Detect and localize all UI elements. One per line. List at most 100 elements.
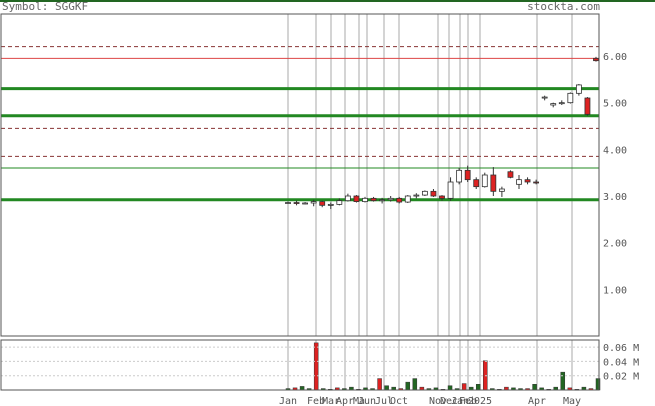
candle-24	[490, 167, 497, 196]
price-levels	[1, 46, 599, 202]
candle-29	[533, 179, 540, 185]
candle-4	[319, 200, 326, 208]
volume-axis-ticks: 0.02 M 0.04 M 0.06 M	[1, 343, 639, 383]
candle-15	[413, 193, 420, 199]
candle-body	[507, 171, 514, 178]
volume-tick-label-0: 0.02 M	[603, 372, 639, 383]
volume-bar-35	[532, 384, 537, 391]
candle-27	[516, 175, 522, 189]
volume-bar-13	[377, 378, 382, 391]
candle-body	[413, 194, 420, 197]
candle-body	[584, 97, 591, 115]
candle-body	[447, 181, 454, 199]
volume-bar-39	[560, 371, 566, 391]
volume-bar-18	[412, 378, 418, 391]
candle-0	[285, 201, 291, 204]
candle-35	[584, 97, 591, 116]
candle-14	[404, 195, 411, 203]
candle-body	[353, 195, 360, 202]
candle-36	[593, 56, 599, 62]
candle-body	[336, 200, 343, 205]
candle-body	[404, 195, 411, 203]
candle-body	[575, 84, 582, 94]
candle-body	[302, 202, 309, 205]
date-label-12: 2025	[468, 396, 492, 406]
candle-body	[516, 179, 522, 185]
candle-body	[310, 201, 317, 204]
candle-body	[593, 57, 599, 62]
candle-21	[464, 165, 471, 182]
chart-frames	[0, 0, 655, 391]
date-label-7: Oct	[390, 396, 408, 406]
candle-body	[370, 197, 377, 202]
volume-bars	[285, 342, 601, 391]
candle-17	[430, 189, 437, 197]
candle-31	[550, 102, 557, 108]
date-label-2: Mar	[322, 396, 340, 406]
date-label-1: Feb	[307, 396, 325, 406]
candle-34	[575, 84, 582, 96]
candle-body	[344, 195, 351, 202]
candle-body	[464, 169, 471, 181]
candle-body	[558, 102, 565, 105]
date-label-3: Apr	[336, 396, 354, 406]
candle-body	[327, 203, 334, 206]
candle-body	[567, 92, 574, 104]
volume-bar-2	[299, 386, 305, 391]
candle-body	[473, 179, 480, 188]
symbol-label: Symbol: SGGKF	[2, 0, 89, 13]
candle-body	[481, 174, 488, 188]
candle-body	[524, 179, 531, 183]
price-grid	[287, 14, 573, 336]
volume-bar-25	[461, 383, 467, 391]
candle-28	[524, 177, 531, 185]
date-label-5: Jun	[358, 396, 376, 406]
candle-7	[344, 193, 351, 202]
volume-bar-17	[405, 381, 411, 391]
date-label-4: Ma	[353, 396, 365, 406]
candle-9	[362, 196, 368, 203]
volume-tick-label-1: 0.04 M	[603, 357, 639, 368]
price-tick-label-4: 5.00	[603, 99, 627, 110]
volume-bar-14	[384, 385, 389, 391]
date-label-10: Jan	[451, 396, 469, 406]
candle-body	[379, 199, 386, 202]
candle-body	[541, 96, 548, 99]
candle-30	[541, 95, 548, 101]
candle-body	[293, 202, 300, 204]
candle-10	[370, 196, 377, 202]
volume-tick-label-2: 0.06 M	[603, 343, 639, 354]
candle-16	[421, 190, 428, 196]
date-label-8: Nov	[429, 396, 447, 406]
candle-body	[421, 190, 428, 196]
candle-body	[533, 181, 540, 184]
candle-11	[379, 197, 386, 204]
date-label-13: Apr	[528, 396, 546, 406]
candle-1	[293, 200, 300, 206]
volume-bar-27	[475, 384, 481, 391]
price-axis-ticks: 1.002.003.004.005.006.00	[603, 52, 627, 296]
price-tick-label-0: 1.00	[603, 285, 627, 296]
candle-2	[302, 202, 309, 205]
candle-32	[558, 100, 565, 105]
candle-body	[319, 201, 326, 206]
candle-body	[490, 174, 497, 192]
price-tick-label-2: 3.00	[603, 192, 627, 203]
date-label-0: Jan	[279, 396, 297, 406]
site-label[interactable]: stockta.com	[527, 0, 600, 13]
volume-bar-4	[313, 342, 319, 391]
candle-22	[473, 177, 480, 189]
date-label-11: Feb	[459, 396, 477, 406]
candle-body	[387, 197, 394, 201]
volume-bar-23	[447, 385, 453, 391]
candle-23	[481, 172, 488, 188]
candle-25	[498, 186, 505, 197]
candle-5	[327, 202, 334, 210]
candle-body	[439, 195, 445, 199]
volume-panel-frame	[0, 339, 600, 391]
candle-13	[396, 196, 403, 204]
date-label-14: May	[563, 396, 581, 406]
